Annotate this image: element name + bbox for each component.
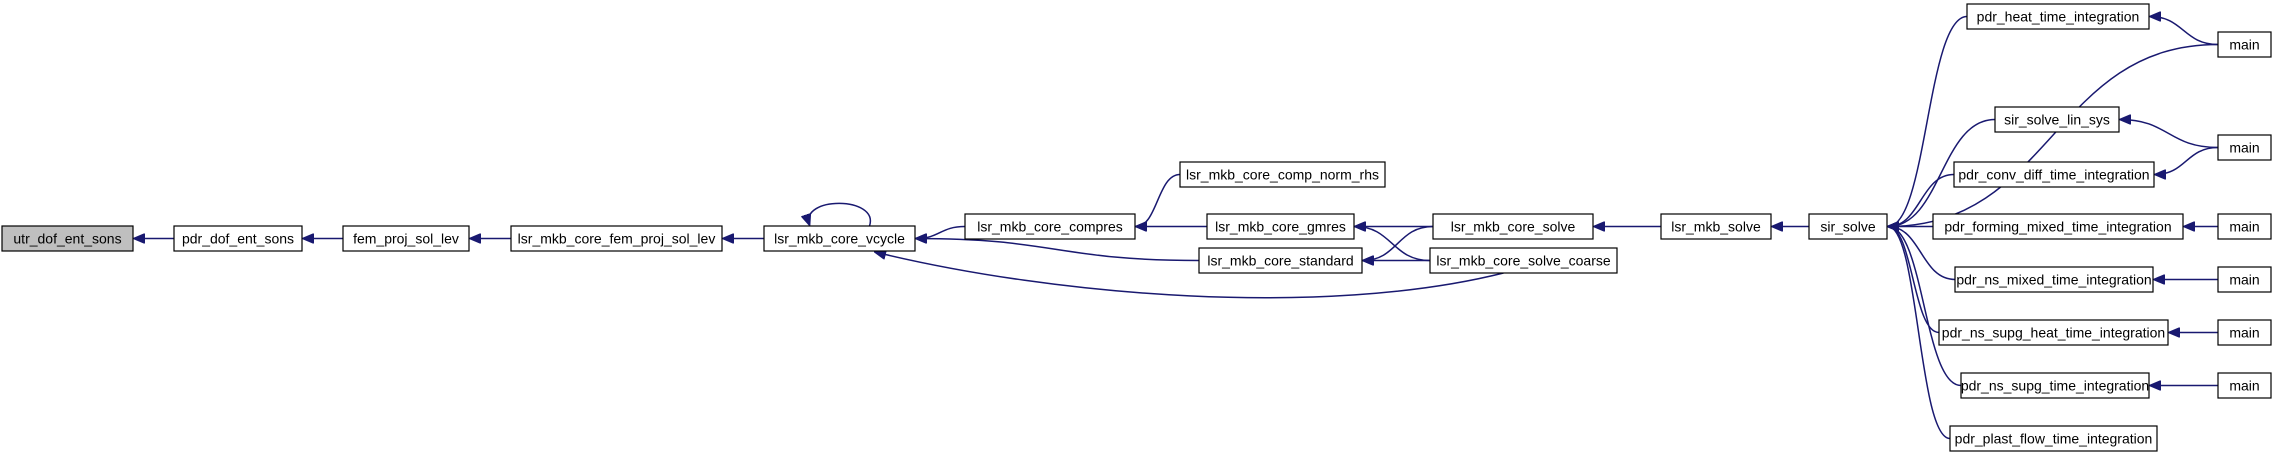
edge-lsr_mkb_core_standard-to-lsr_mkb_core_vcycle [916, 239, 1200, 262]
node-box [1953, 161, 2155, 188]
edge-sir_solve_lin_sys-to-sir_solve [1888, 118, 1996, 227]
node-label: lsr_mkb_core_standard [1207, 253, 1353, 269]
node-label: lsr_mkb_core_comp_norm_rhs [1186, 167, 1379, 183]
node-box [1429, 247, 1618, 274]
node-box [1949, 425, 2158, 452]
node-box [1206, 213, 1355, 240]
node-box [1660, 213, 1772, 240]
node-label: pdr_ns_supg_heat_time_integration [1942, 325, 2165, 341]
node-lsr-mkb-solve[interactable]: lsr_mkb_solve [1660, 213, 1772, 240]
node-box [763, 225, 916, 252]
node-label: lsr_mkb_core_solve_coarse [1436, 253, 1611, 269]
node-label: main [2229, 378, 2259, 394]
node-lsr-mkb-core-solve-coarse[interactable]: lsr_mkb_core_solve_coarse [1429, 247, 1618, 274]
edge-lsr_mkb_core_solve-to-lsr_mkb_core_standard [1363, 225, 1434, 261]
node-label: pdr_heat_time_integration [1977, 9, 2140, 25]
edge-main_2-to-pdr_conv_diff_time_integration [2155, 146, 2219, 175]
node-utr-dof-ent-sons[interactable]: utr_dof_ent_sons [1, 225, 134, 252]
node-box [1960, 372, 2150, 399]
edge-lsr_mkb_core_solve_coarse-to-lsr_mkb_core_vcycle [875, 252, 1504, 299]
node-pdr-ns-supg-heat-time-integration[interactable]: pdr_ns_supg_heat_time_integration [1938, 319, 2169, 346]
edges-layer [134, 15, 2219, 440]
edge-lsr_mkb_core_vcycle-to-lsr_mkb_core_vcycle [809, 202, 871, 226]
node-sir-solve[interactable]: sir_solve [1808, 213, 1888, 240]
node-lsr-mkb-core-solve[interactable]: lsr_mkb_core_solve [1432, 213, 1594, 240]
node-label: sir_solve [1820, 219, 1875, 235]
node-label: pdr_forming_mixed_time_integration [1944, 219, 2171, 235]
node-label: utr_dof_ent_sons [13, 231, 121, 247]
node-lsr-mkb-core-vcycle[interactable]: lsr_mkb_core_vcycle [763, 225, 916, 252]
edge-pdr_plast_flow_time_integration-to-sir_solve [1888, 227, 1951, 440]
node-label: main [2229, 140, 2259, 156]
node-fem-proj-sol-lev[interactable]: fem_proj_sol_lev [342, 225, 470, 252]
node-box [510, 225, 723, 252]
edge-main_1-to-pdr_heat_time_integration [2150, 17, 2219, 46]
node-label: lsr_mkb_core_solve [1451, 219, 1576, 235]
edge-lsr_mkb_core_solve_coarse-to-lsr_mkb_core_gmres [1355, 227, 1431, 262]
node-label: pdr_conv_diff_time_integration [1958, 167, 2149, 183]
node-label: pdr_plast_flow_time_integration [1955, 431, 2153, 447]
node-pdr-heat-time-integration[interactable]: pdr_heat_time_integration [1966, 3, 2150, 30]
node-label: main [2229, 219, 2259, 235]
node-main-2[interactable]: main [2217, 134, 2272, 161]
node-main-4[interactable]: main [2217, 266, 2272, 293]
node-label: lsr_mkb_core_gmres [1215, 219, 1346, 235]
node-box [964, 213, 1136, 240]
edge-pdr_ns_supg_time_integration-to-sir_solve [1888, 227, 1962, 387]
edge-pdr_heat_time_integration-to-sir_solve [1888, 15, 1968, 227]
node-box [1198, 247, 1363, 274]
node-box [2217, 266, 2272, 293]
node-lsr-mkb-core-compres[interactable]: lsr_mkb_core_compres [964, 213, 1136, 240]
node-label: main [2229, 325, 2259, 341]
node-label: pdr_ns_mixed_time_integration [1956, 272, 2151, 288]
nodes-layer: utr_dof_ent_sons pdr_dof_ent_sons fem_proj… [1, 3, 2272, 452]
node-box [1994, 106, 2120, 133]
node-box [2217, 372, 2272, 399]
node-sir-solve-lin-sys[interactable]: sir_solve_lin_sys [1994, 106, 2120, 133]
node-pdr-plast-flow-time-integration[interactable]: pdr_plast_flow_time_integration [1949, 425, 2158, 452]
node-box [1932, 213, 2184, 240]
node-pdr-ns-mixed-time-integration[interactable]: pdr_ns_mixed_time_integration [1954, 266, 2154, 293]
node-box [1938, 319, 2169, 346]
edge-lsr_mkb_core_compres-to-lsr_mkb_core_vcycle [916, 225, 966, 239]
node-main-5[interactable]: main [2217, 319, 2272, 346]
node-label: main [2229, 37, 2259, 53]
node-label: lsr_mkb_solve [1671, 219, 1761, 235]
node-box [2217, 134, 2272, 161]
node-main-6[interactable]: main [2217, 372, 2272, 399]
node-box [2217, 319, 2272, 346]
node-pdr-forming-mixed-time-integration[interactable]: pdr_forming_mixed_time_integration [1932, 213, 2184, 240]
node-box [1179, 161, 1386, 188]
node-pdr-dof-ent-sons[interactable]: pdr_dof_ent_sons [173, 225, 303, 252]
node-box [1, 225, 134, 252]
node-box [2217, 31, 2272, 58]
node-pdr-ns-supg-time-integration[interactable]: pdr_ns_supg_time_integration [1960, 372, 2150, 399]
node-box [173, 225, 303, 252]
node-lsr-mkb-core-fem-proj-sol-lev[interactable]: lsr_mkb_core_fem_proj_sol_lev [510, 225, 723, 252]
edge-lsr_mkb_core_comp_norm_rhs-to-lsr_mkb_core_compres [1136, 173, 1181, 227]
node-label: sir_solve_lin_sys [2004, 112, 2110, 128]
node-lsr-mkb-core-standard[interactable]: lsr_mkb_core_standard [1198, 247, 1363, 274]
node-label: fem_proj_sol_lev [353, 231, 459, 247]
edge-main_2-to-sir_solve_lin_sys [2120, 120, 2219, 149]
node-box [1966, 3, 2150, 30]
node-box [1432, 213, 1594, 240]
node-label: lsr_mkb_core_vcycle [774, 231, 905, 247]
node-label: lsr_mkb_core_fem_proj_sol_lev [518, 231, 716, 247]
node-lsr-mkb-core-comp-norm-rhs[interactable]: lsr_mkb_core_comp_norm_rhs [1179, 161, 1386, 188]
node-label: pdr_dof_ent_sons [182, 231, 294, 247]
node-label: lsr_mkb_core_compres [977, 219, 1123, 235]
node-box [342, 225, 470, 252]
node-box [2217, 213, 2272, 240]
node-label: pdr_ns_supg_time_integration [1961, 378, 2149, 394]
node-box [1954, 266, 2154, 293]
node-label: main [2229, 272, 2259, 288]
node-pdr-conv-diff-time-integration[interactable]: pdr_conv_diff_time_integration [1953, 161, 2155, 188]
node-main-3[interactable]: main [2217, 213, 2272, 240]
node-lsr-mkb-core-gmres[interactable]: lsr_mkb_core_gmres [1206, 213, 1355, 240]
node-main-1[interactable]: main [2217, 31, 2272, 58]
node-box [1808, 213, 1888, 240]
